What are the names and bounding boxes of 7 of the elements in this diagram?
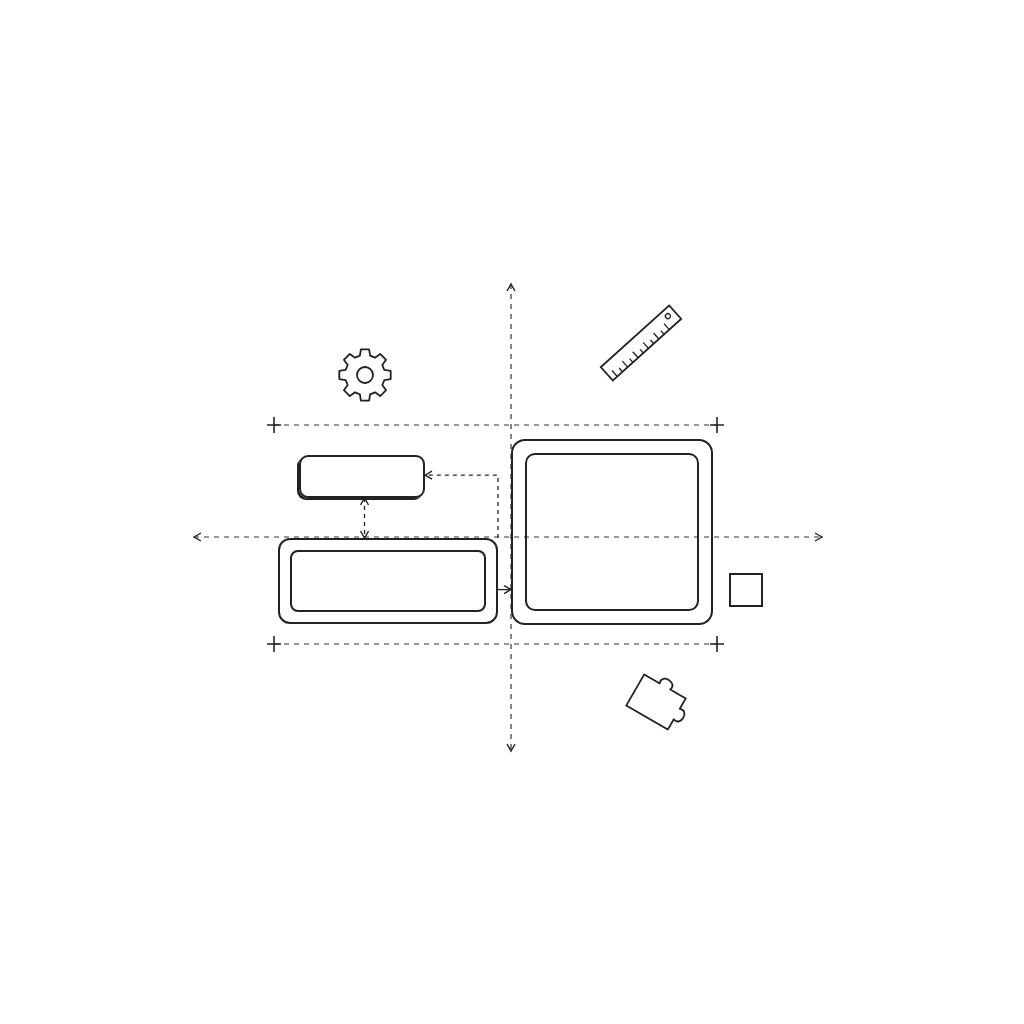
dashed-arrow xyxy=(359,497,370,539)
rounded-box xyxy=(299,455,425,498)
square xyxy=(729,573,763,607)
framed-box xyxy=(278,538,498,624)
framed-panel xyxy=(511,439,713,625)
arrow xyxy=(497,584,512,595)
dashed-arrow xyxy=(424,470,499,539)
